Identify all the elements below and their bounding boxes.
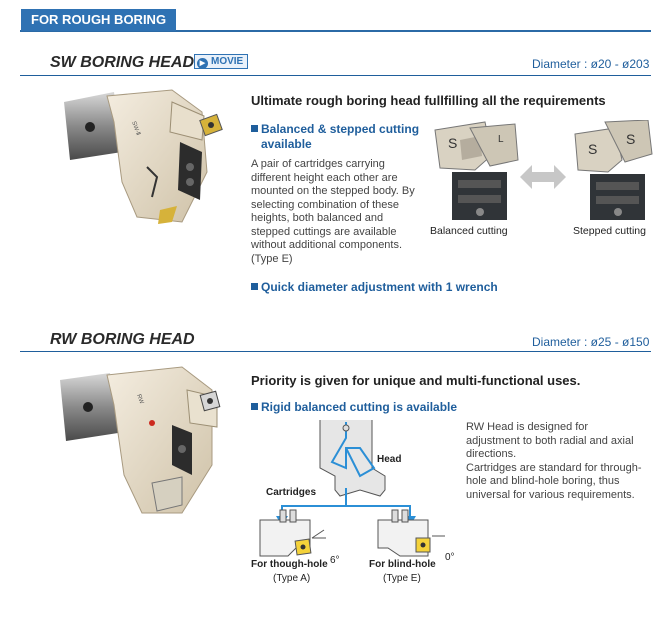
balanced-cutting-image: S L xyxy=(434,121,519,220)
sw-desc-line: mounted on the stepped body. By xyxy=(251,185,415,197)
svg-text:L: L xyxy=(498,134,504,145)
rw-desc-line: universal for various requirements. xyxy=(466,488,635,501)
sw-diameter: Diameter : ø20 - ø203 xyxy=(532,57,650,71)
rw-cartridge-diagram xyxy=(259,420,445,557)
sw-feature-balanced-stepped: Balanced & stepped cutting available xyxy=(251,122,431,152)
lbl-through-hole: For though-hole xyxy=(251,559,328,570)
lbl-type-a: (Type A) xyxy=(273,573,311,584)
sw-feature1-line2: available xyxy=(261,137,312,151)
sw-feature1-line1: Balanced & stepped cutting xyxy=(261,122,420,136)
rw-headline: Priority is given for unique and multi-f… xyxy=(251,373,581,388)
play-icon: ▶ xyxy=(197,58,208,69)
svg-text:S: S xyxy=(626,131,635,147)
rw-desc-line: directions. xyxy=(466,448,517,460)
bullet-icon xyxy=(251,283,258,290)
sw-feature-quick-adjust: Quick diameter adjustment with 1 wrench xyxy=(251,280,498,295)
movie-button[interactable]: ▶MOVIE xyxy=(194,54,249,69)
movie-label: MOVIE xyxy=(211,56,244,67)
rw-desc-line: RW Head is designed for xyxy=(466,421,589,433)
sw-title-rule xyxy=(20,75,651,76)
svg-text:S: S xyxy=(448,135,457,151)
sw-boring-head-image: SW-Ⅱ xyxy=(64,89,223,224)
lbl-angle-0: 0° xyxy=(445,552,455,563)
rw-product-title: RW BORING HEAD xyxy=(50,331,195,348)
lbl-type-e: (Type E) xyxy=(383,573,421,584)
svg-text:SW-Ⅱ: SW-Ⅱ xyxy=(130,121,141,137)
rw-diameter: Diameter : ø25 - ø150 xyxy=(532,335,650,349)
lbl-cartridges: Cartridges xyxy=(266,487,317,498)
lbl-angle-6: 6° xyxy=(330,555,340,566)
lbl-head: Head xyxy=(377,454,402,465)
rw-desc-line: Cartridges are standard for through- xyxy=(466,461,642,474)
balanced-cutting-caption: Balanced cutting xyxy=(430,225,508,237)
rw-description: RW Head is designed for adjustment to bo… xyxy=(466,421,656,502)
lbl-blind-hole: For blind-hole xyxy=(369,559,436,570)
stepped-cutting-image: S S xyxy=(574,120,653,220)
svg-text:RW: RW xyxy=(135,394,144,406)
sw-desc-line: without additional components. xyxy=(251,239,403,251)
bullet-icon xyxy=(251,125,258,132)
rw-desc-line: hole and blind-hole boring, thus xyxy=(466,475,620,487)
sw-headline: Ultimate rough boring head fullfilling a… xyxy=(251,93,606,108)
double-arrow-icon xyxy=(520,165,566,189)
rw-feature-rigid-balanced: Rigid balanced cutting is available xyxy=(251,400,457,415)
bullet-icon xyxy=(251,403,258,410)
rw-feature1: Rigid balanced cutting is available xyxy=(261,400,458,414)
sw-desc-line: A pair of cartridges carrying xyxy=(251,158,385,170)
sw-feature2: Quick diameter adjustment with 1 wrench xyxy=(261,280,498,294)
sw-desc-line: different height each other are xyxy=(251,171,398,184)
sw-desc-line: (Type E) xyxy=(251,252,293,265)
rw-desc-line: adjustment to both radial and axial xyxy=(466,434,634,447)
section-title: FOR ROUGH BORING xyxy=(21,9,177,31)
sw-desc-line: heights, both balanced and xyxy=(251,212,384,224)
sw-product-title: SW BORING HEAD xyxy=(50,54,194,71)
svg-text:S: S xyxy=(588,141,597,157)
sw-desc-line: stepped cuttings are available xyxy=(251,225,397,238)
rw-title-rule xyxy=(20,351,651,352)
sw-description: A pair of cartridges carrying different … xyxy=(251,158,421,266)
sw-desc-line: selecting combination of these xyxy=(251,198,399,211)
stepped-cutting-caption: Stepped cutting xyxy=(573,225,646,237)
rw-boring-head-image: RW xyxy=(60,366,221,514)
section-header-bar xyxy=(20,8,651,32)
